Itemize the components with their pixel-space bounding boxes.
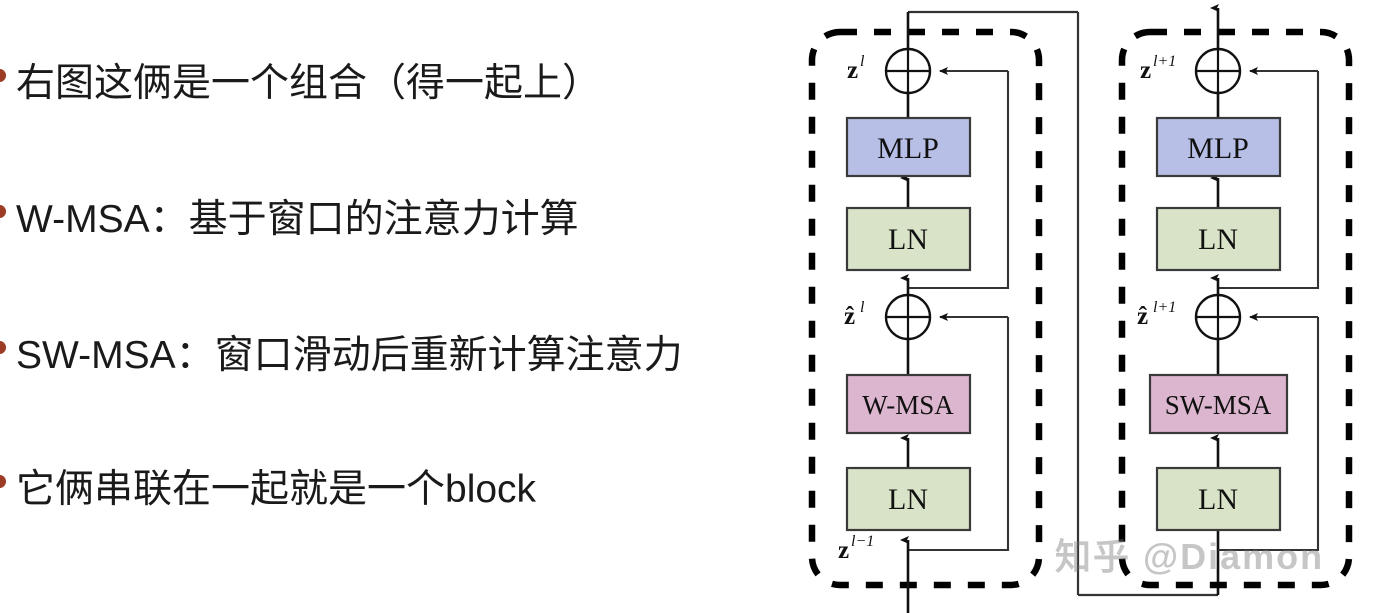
svg-text:ẑ: ẑ xyxy=(1137,303,1148,330)
block-l-plus-1-label-mid: ẑ l+1 xyxy=(1137,299,1176,330)
block-l-add-lower xyxy=(884,293,932,341)
bullet-item-3: 它俩串联在一起就是一个block xyxy=(0,462,536,518)
block-l-add-upper xyxy=(884,47,932,95)
svg-text:z: z xyxy=(838,537,849,564)
block-l-ln-bottom: LN xyxy=(845,466,972,532)
block-l-plus-1-ln-bottom: LN xyxy=(1155,466,1282,532)
svg-text:MLP: MLP xyxy=(1187,132,1249,165)
block-l-label-input: z l−1 xyxy=(838,533,874,564)
block-l-wmsa: W-MSA xyxy=(845,373,972,435)
svg-text:l: l xyxy=(860,53,865,70)
diagram-svg: LN W-MSA LN MLP z l ẑ l xyxy=(808,4,1353,613)
block-l-skip-1 xyxy=(908,313,1010,552)
bullet-dot-icon xyxy=(0,474,6,488)
svg-text:ẑ: ẑ xyxy=(844,303,855,330)
bullet-dot-icon xyxy=(0,204,6,218)
block-l-label-output: z l xyxy=(847,53,865,84)
svg-text:z: z xyxy=(1140,57,1151,84)
svg-text:SW-MSA: SW-MSA xyxy=(1165,390,1272,420)
outer-wires xyxy=(908,10,1218,597)
bullet-text-1: W-MSA：基于窗口的注意力计算 xyxy=(16,198,579,241)
svg-text:l: l xyxy=(860,299,865,316)
svg-text:l−1: l−1 xyxy=(851,533,874,550)
svg-text:LN: LN xyxy=(1198,223,1238,256)
bullet-dot-icon xyxy=(0,340,6,354)
block-l-plus-1-swmsa: SW-MSA xyxy=(1148,373,1289,435)
svg-text:W-MSA: W-MSA xyxy=(862,390,954,420)
block-l-mlp: MLP xyxy=(845,116,972,178)
bullet-dot-icon xyxy=(0,68,6,82)
block-l-ln-top: LN xyxy=(845,206,972,272)
bullet-text-0: 右图这俩是一个组合（得一起上） xyxy=(16,62,602,105)
svg-text:l+1: l+1 xyxy=(1153,299,1176,316)
svg-text:z: z xyxy=(847,57,858,84)
bullet-text-2: SW-MSA：窗口滑动后重新计算注意力 xyxy=(16,334,683,377)
block-l-plus-1-ln-top: LN xyxy=(1155,206,1282,272)
svg-text:LN: LN xyxy=(888,223,928,256)
svg-text:l+1: l+1 xyxy=(1153,53,1176,70)
bullet-item-0: 右图这俩是一个组合（得一起上） xyxy=(0,56,601,112)
svg-text:MLP: MLP xyxy=(877,132,939,165)
block-l-plus-1-mlp: MLP xyxy=(1155,116,1282,178)
block-l-plus-1-skip-2 xyxy=(1218,67,1320,290)
block-l-plus-1-skip-1 xyxy=(1218,313,1320,552)
block-l-label-mid: ẑ l xyxy=(844,299,865,330)
svg-text:LN: LN xyxy=(1198,483,1238,516)
block-l-plus-1-add-upper xyxy=(1194,47,1242,95)
slide-text-pane: 右图这俩是一个组合（得一起上） W-MSA：基于窗口的注意力计算 SW-MSA：… xyxy=(0,56,683,518)
bullet-item-2: SW-MSA：窗口滑动后重新计算注意力 xyxy=(0,328,683,384)
block-l-plus-1-label-output: z l+1 xyxy=(1140,53,1176,84)
swin-block-diagram: LN W-MSA LN MLP z l ẑ l xyxy=(790,0,1385,613)
bullet-text-3: 它俩串联在一起就是一个block xyxy=(16,468,537,511)
bullet-item-1: W-MSA：基于窗口的注意力计算 xyxy=(0,192,579,248)
block-l-skip-2 xyxy=(908,67,1010,290)
block-l-plus-1-add-lower xyxy=(1194,293,1242,341)
svg-text:LN: LN xyxy=(888,483,928,516)
